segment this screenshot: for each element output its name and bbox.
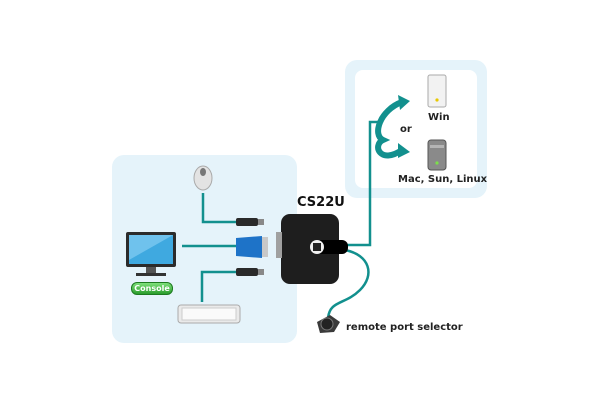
arrow-down-head-icon [398,143,410,158]
or-label: or [400,124,412,135]
computer-cable [345,120,382,247]
win-pc-icon [427,74,447,108]
arrow-up-head-icon [398,95,410,110]
device-model-label: CS22U [297,195,345,210]
win-label: Win [428,112,450,123]
mac-sun-linux-pc-icon [427,139,447,171]
switch-arrow-icon [375,99,404,159]
keyboard-icon [177,304,241,324]
remote-cable [326,248,370,319]
remote-selector-icon [317,315,340,333]
vga-connector-icon [236,236,268,258]
usb-connector-keyboard-icon [236,268,264,276]
mac-sun-linux-label: Mac, Sun, Linux [398,174,488,185]
usb-connector-mouse-icon [236,218,264,226]
mouse-icon [193,165,213,191]
monitor-icon [126,232,176,276]
console-badge: Console [131,282,173,295]
keyboard-cable [200,270,240,302]
kvm-switch-device [276,214,348,284]
remote-selector-label: remote port selector [346,322,463,333]
mouse-cable [201,193,240,224]
